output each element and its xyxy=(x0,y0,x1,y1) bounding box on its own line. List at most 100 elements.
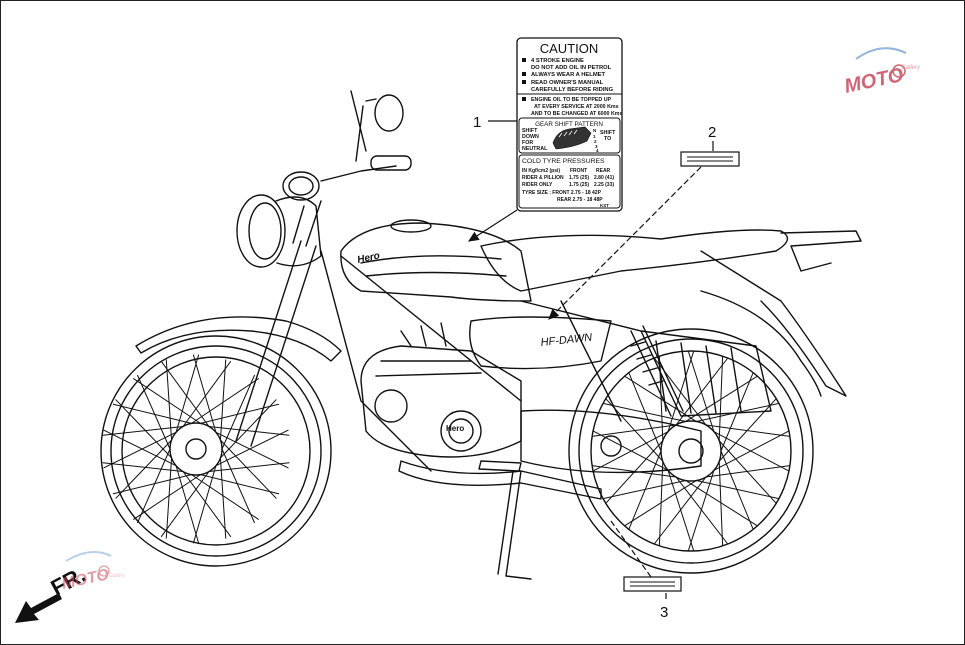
wheel-spoke xyxy=(208,425,290,436)
front-wheel xyxy=(100,335,332,567)
callout-number-3: 3 xyxy=(660,604,668,621)
tyre-header: REAR xyxy=(596,168,611,174)
callout-number-2: 2 xyxy=(708,124,716,141)
tyre-cell: 2.25 (33) xyxy=(594,182,614,188)
rear-mudguard xyxy=(700,290,822,397)
wheel-spoke xyxy=(103,431,177,469)
wheel-spoke xyxy=(160,471,210,537)
headlamp xyxy=(236,194,322,268)
watermark-subtext: Gallery xyxy=(109,573,125,579)
oil-line: AT EVERY SERVICE AT 2000 Kms xyxy=(534,104,619,110)
wheel-spoke xyxy=(687,350,715,433)
warning-line: 4 STROKE ENGINE xyxy=(531,58,584,64)
motorcycle-drawing xyxy=(100,90,862,580)
wheel-spoke xyxy=(215,431,289,469)
caution-title: CAUTION xyxy=(540,41,599,56)
side-panel-model-logo: HF-DAWN xyxy=(540,332,593,349)
rear-shock xyxy=(630,325,684,417)
front-fork xyxy=(235,200,322,447)
tank-brand-logo: Hero xyxy=(356,250,381,265)
wheel-spoke xyxy=(713,431,790,472)
front-direction-indicator: FR. xyxy=(15,562,90,623)
watermark-top-right: MOTO Gallery xyxy=(842,47,921,98)
chain-case xyxy=(520,409,702,474)
wheel-spoke xyxy=(208,462,290,473)
gear-shift-left-text: SHIFT xyxy=(522,128,538,134)
gear-number: 1 xyxy=(593,134,596,139)
wheel-spoke xyxy=(720,372,754,452)
engine-brand-logo: Hero xyxy=(446,424,464,433)
wheel-spoke xyxy=(219,457,227,539)
tyre-cell: RIDER ONLY xyxy=(522,182,553,188)
wheel-spoke xyxy=(667,350,695,433)
wheel-spoke xyxy=(675,476,729,545)
wheel-spoke xyxy=(221,448,255,524)
wheel-spoke xyxy=(160,361,210,427)
wheel-spoke xyxy=(219,359,227,441)
wheel-spoke xyxy=(137,448,171,524)
wheel-spoke xyxy=(103,429,177,467)
warning-list: 4 STROKE ENGINE DO NOT ADD OIL IN PETROL… xyxy=(522,58,614,93)
gear-shift-left-text: NEUTRAL xyxy=(522,146,548,152)
leader-lines xyxy=(467,120,714,599)
rear-wheel xyxy=(568,328,814,574)
boot-icon xyxy=(552,126,592,150)
wheel-spoke xyxy=(175,465,200,544)
rear-carrier xyxy=(700,230,862,397)
oil-notice: ENGINE OIL TO BE TOPPED UP AT EVERY SERV… xyxy=(522,97,622,117)
tyre-header: FRONT xyxy=(570,168,587,174)
wheel-spoke xyxy=(192,354,217,433)
wheel-spoke xyxy=(215,429,289,467)
gear-shift-right-text: SHIFT xyxy=(600,130,616,136)
warning-line: ALWAYS WEAR A HELMET xyxy=(531,72,606,78)
wheel-spoke xyxy=(192,465,217,544)
frame xyxy=(320,250,642,472)
wheel-spoke xyxy=(182,361,232,427)
wheel-spoke xyxy=(102,425,184,436)
wheel-spoke xyxy=(112,403,192,424)
part-2-label xyxy=(680,151,740,167)
tyre-pressure-table: COLD TYRE PRESSURES IN Kgf/cm2 (psi) FRO… xyxy=(522,158,614,208)
wheel-spoke xyxy=(592,431,669,472)
wheel-spoke xyxy=(221,374,255,450)
wheel-spoke xyxy=(695,480,780,500)
wheel-spoke xyxy=(115,399,173,459)
gear-number: N xyxy=(593,128,596,133)
tyre-cell: RIDER & PILLION xyxy=(522,175,564,181)
front-mudguard xyxy=(135,316,342,362)
wheel-spoke xyxy=(102,462,184,473)
wheel-spoke xyxy=(667,469,695,552)
gear-shift-left-text: DOWN xyxy=(522,134,539,140)
wheel-spoke xyxy=(602,480,687,500)
wheel-spoke xyxy=(720,450,754,530)
tyre-cell: 1.75 (25) xyxy=(569,182,589,188)
wheel-spoke xyxy=(624,375,697,422)
wheel-spoke xyxy=(190,378,259,424)
warning-line: READ OWNER'S MANUAL xyxy=(531,80,604,86)
tyre-header: IN Kgf/cm2 (psi) xyxy=(522,168,560,174)
caution-label: CAUTION 4 STROKE ENGINE DO NOT ADD OIL I… xyxy=(516,37,623,212)
warning-line: CAREFULLY BEFORE RIDING xyxy=(531,87,614,93)
wheel-spoke xyxy=(182,471,232,537)
tyre-cell: 1.75 (25) xyxy=(569,175,589,181)
wheel-spoke xyxy=(658,460,664,547)
gear-shift-right-text: TO xyxy=(604,136,611,142)
wheel-spoke xyxy=(592,430,669,471)
watermark-subtext: Gallery xyxy=(901,65,921,71)
wheel-spoke xyxy=(165,457,173,539)
wheel-spoke xyxy=(591,424,677,437)
seat xyxy=(480,229,789,292)
wheel-spoke xyxy=(165,359,173,441)
wheel-spoke xyxy=(685,480,758,527)
side-stand xyxy=(497,470,532,580)
saree-guard xyxy=(640,330,772,417)
wheel-spoke xyxy=(200,403,280,424)
tyre-size-front: TYRE SIZE : FRONT 2.75 - 18 42P xyxy=(522,190,602,196)
wheel-spoke xyxy=(190,474,259,520)
warning-line: DO NOT ADD OIL IN PETROL xyxy=(531,65,612,71)
part-3-label xyxy=(623,576,682,592)
gear-shift-left-text: FOR xyxy=(522,140,533,146)
oil-line: AND TO BE CHANGED AT 6000 Kms xyxy=(531,111,622,117)
